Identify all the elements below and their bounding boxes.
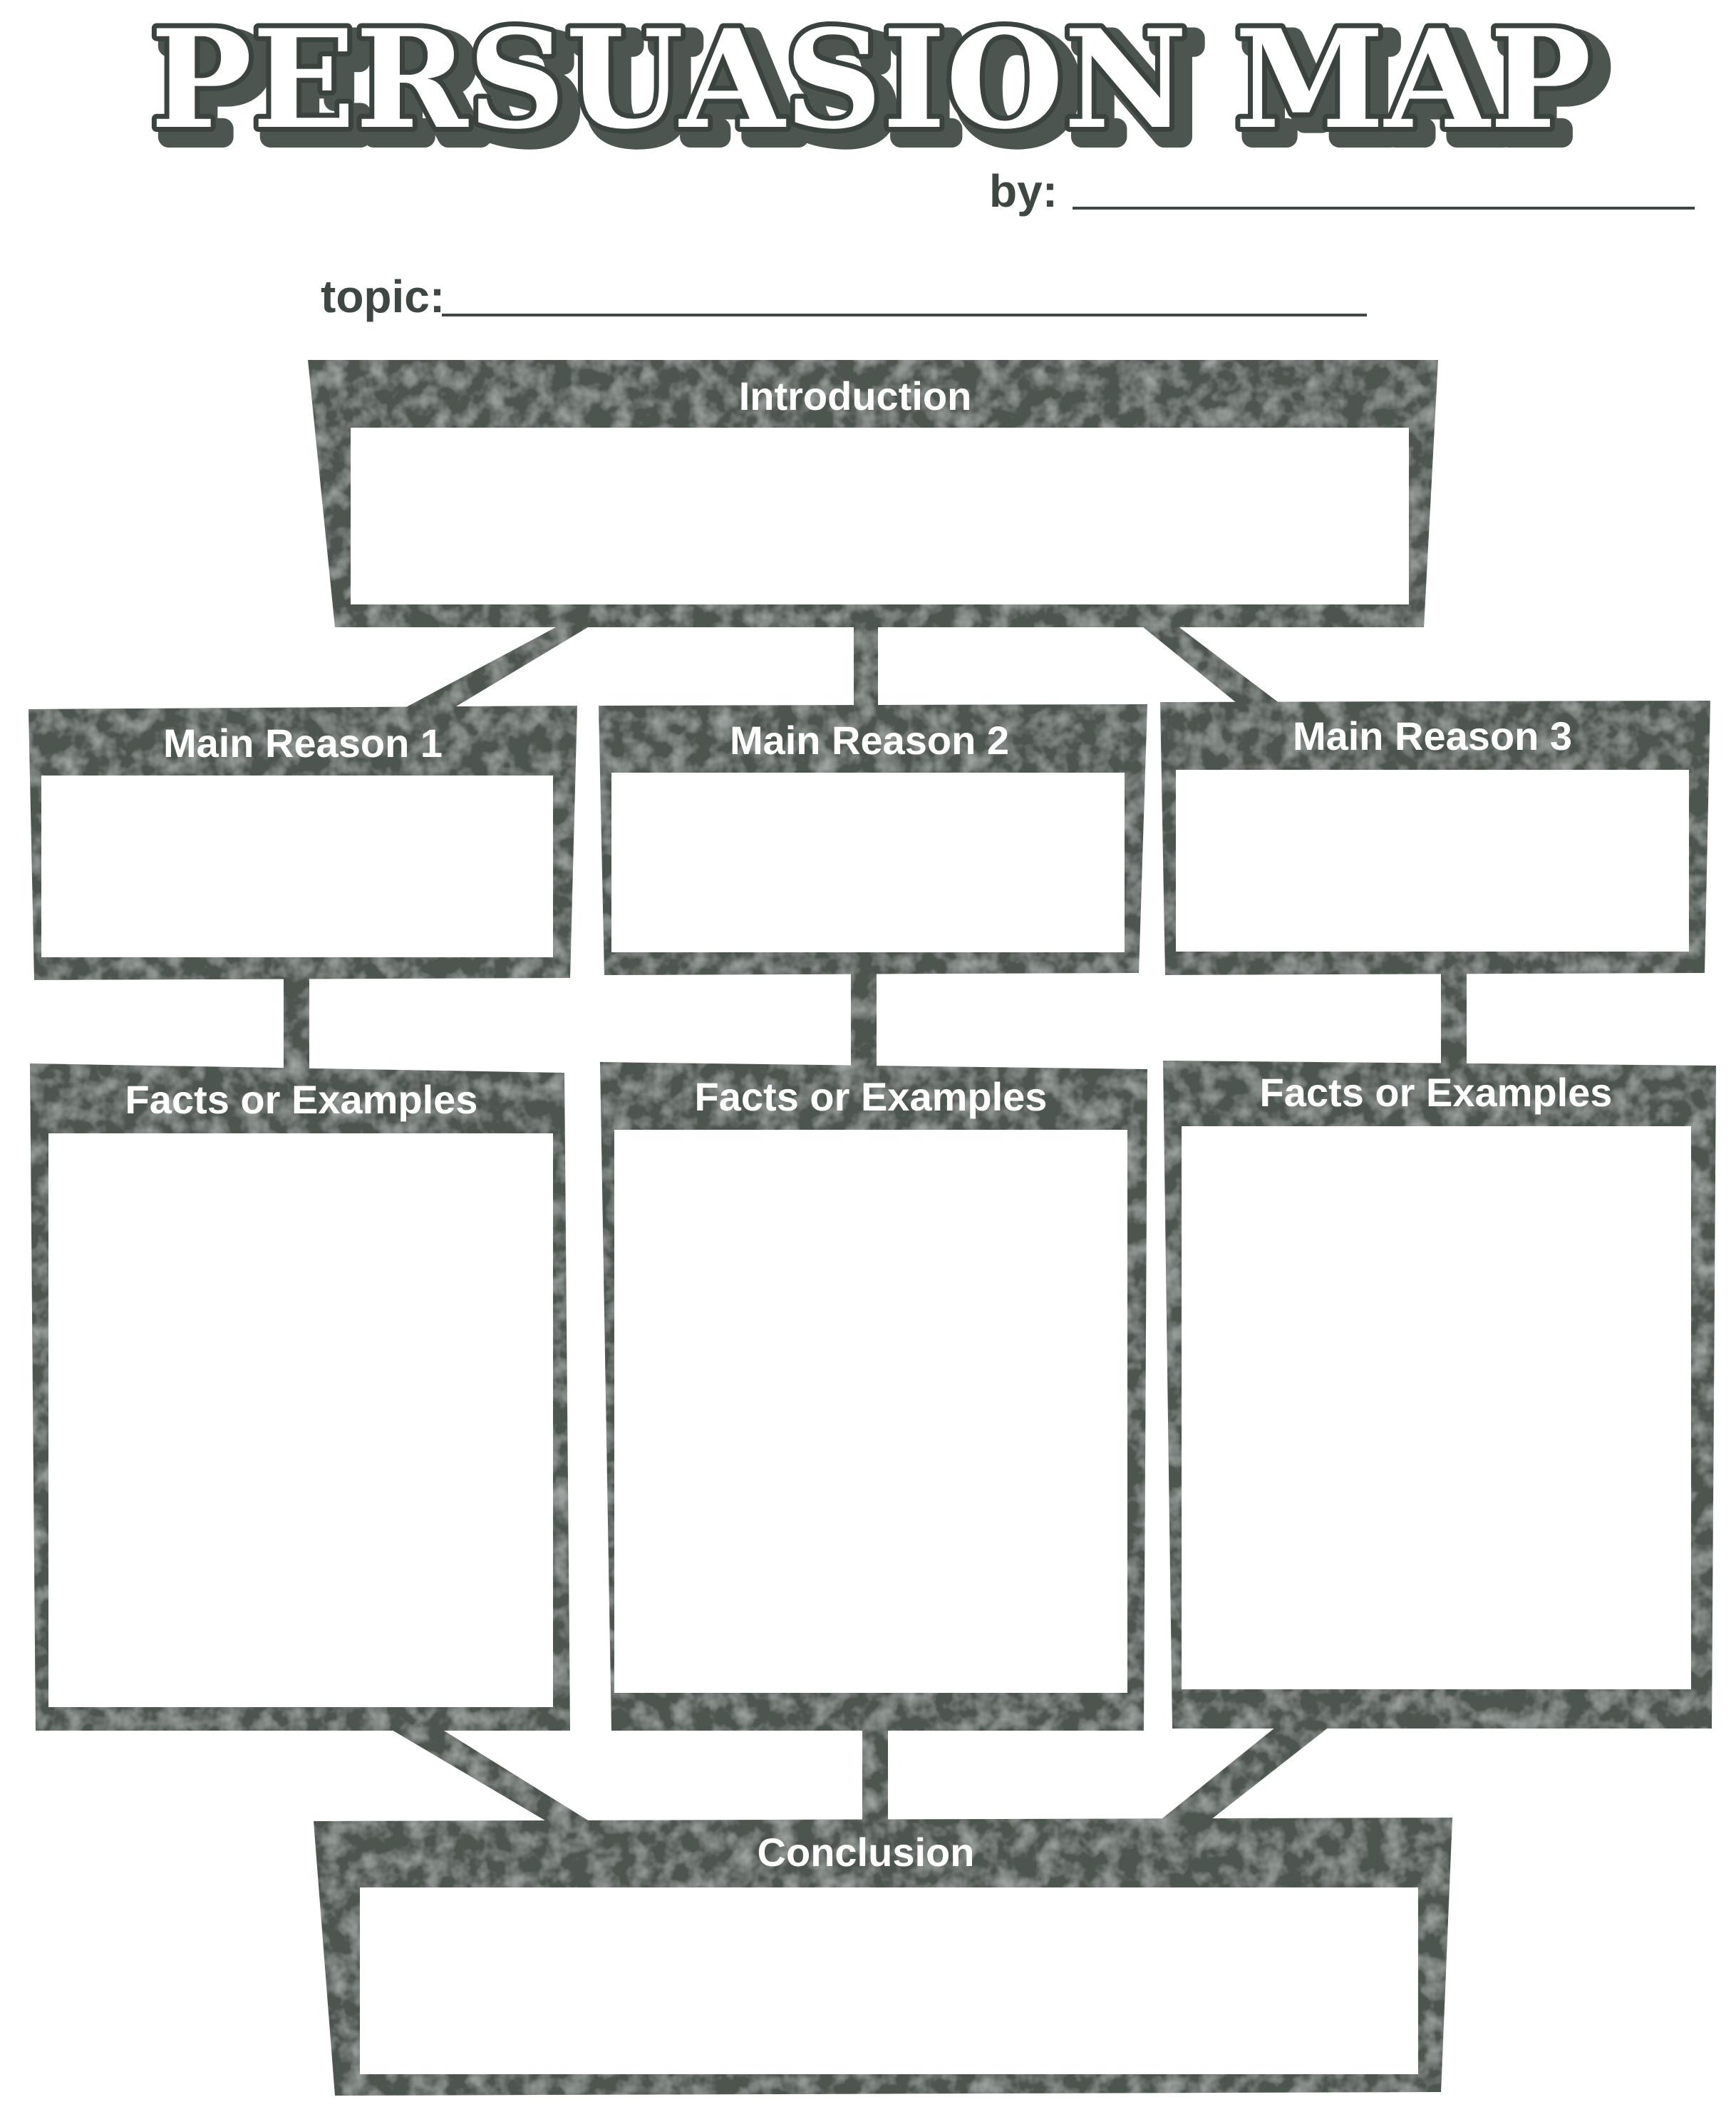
- connector-intro-reason1: [396, 627, 588, 713]
- connector-reason3-facts3: [1441, 969, 1467, 1066]
- facts-2-writing-area[interactable]: [614, 1130, 1127, 1693]
- title-shadow: PERSUASION MAP: [162, 10, 1603, 169]
- author-field[interactable]: by:: [989, 165, 1695, 217]
- connector-intro-reason3: [1139, 624, 1283, 706]
- page-title: PERSUASION MAP: [150, 0, 1591, 159]
- worksheet-title: PERSUASION MAP PERSUASION MAP PERSUASION…: [145, 0, 1614, 180]
- topic-label: topic:: [321, 271, 445, 322]
- reason-2-writing-area[interactable]: [611, 773, 1125, 952]
- introduction-writing-area[interactable]: [351, 428, 1409, 604]
- facts-1-heading: Facts or Examples: [125, 1077, 478, 1122]
- reason-3-writing-area[interactable]: [1176, 770, 1689, 952]
- reason-1-writing-area[interactable]: [41, 776, 553, 957]
- conclusion-heading: Conclusion: [758, 1830, 975, 1875]
- reason-2-heading: Main Reason 2: [730, 718, 1009, 763]
- facts-1-writing-area[interactable]: [48, 1133, 553, 1707]
- connector-facts1-conclusion: [383, 1725, 595, 1825]
- section-headings: Introduction Main Reason 1 Main Reason 2…: [125, 374, 1613, 1875]
- connector-facts2-conclusion: [862, 1725, 888, 1825]
- reason-3-heading: Main Reason 3: [1293, 714, 1572, 758]
- connector-intro-reason2: [854, 624, 878, 713]
- facts-3-heading: Facts or Examples: [1260, 1070, 1613, 1115]
- connector-facts3-conclusion: [1154, 1721, 1336, 1825]
- reason-1-heading: Main Reason 1: [163, 721, 443, 766]
- connector-reason2-facts2: [851, 969, 877, 1069]
- by-label: by:: [989, 165, 1058, 217]
- conclusion-writing-area[interactable]: [360, 1887, 1418, 2074]
- introduction-heading: Introduction: [739, 374, 972, 418]
- connector-reason1-facts1: [284, 973, 309, 1069]
- facts-2-heading: Facts or Examples: [695, 1074, 1048, 1119]
- facts-3-writing-area[interactable]: [1182, 1126, 1691, 1689]
- topic-field[interactable]: topic:: [321, 271, 1367, 322]
- writing-areas[interactable]: [41, 428, 1691, 2074]
- title-outline: PERSUASION MAP: [150, 0, 1591, 159]
